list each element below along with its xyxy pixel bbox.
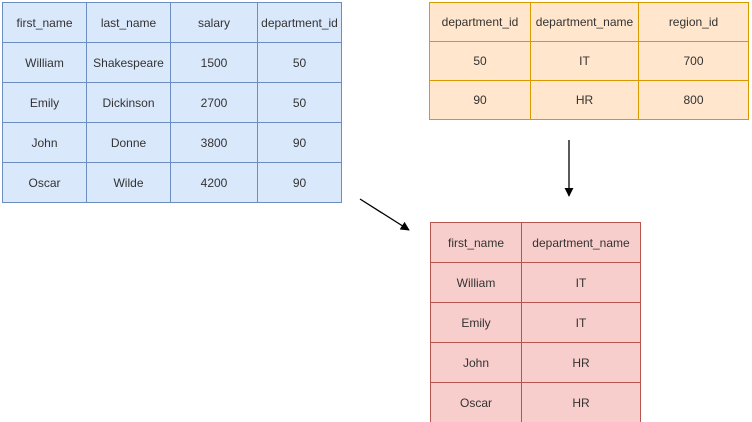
table-row: Emily Dickinson 2700 50 bbox=[2, 82, 342, 123]
data-cell: William bbox=[2, 42, 87, 83]
data-cell: John bbox=[430, 342, 522, 383]
header-cell: department_id bbox=[429, 2, 531, 42]
data-cell: Dickinson bbox=[86, 82, 171, 123]
data-cell: HR bbox=[530, 80, 639, 120]
data-cell: Oscar bbox=[2, 162, 87, 203]
data-cell: 50 bbox=[429, 41, 531, 81]
data-cell: HR bbox=[521, 382, 641, 422]
employees-table: first_name last_name salary department_i… bbox=[2, 2, 342, 203]
data-cell: IT bbox=[521, 262, 641, 303]
data-cell: IT bbox=[530, 41, 639, 81]
header-cell: region_id bbox=[638, 2, 749, 42]
data-cell: William bbox=[430, 262, 522, 303]
join-result-table: first_name department_name William IT Em… bbox=[430, 222, 641, 422]
header-cell: first_name bbox=[430, 222, 522, 263]
data-cell: 90 bbox=[257, 162, 342, 203]
result-header-row: first_name department_name bbox=[430, 222, 641, 263]
table-row: 50 IT 700 bbox=[429, 41, 749, 81]
arrow-employees-to-result bbox=[359, 198, 410, 231]
data-cell: 2700 bbox=[170, 82, 258, 123]
header-cell: department_name bbox=[521, 222, 641, 263]
header-cell: first_name bbox=[2, 2, 87, 43]
header-cell: last_name bbox=[86, 2, 171, 43]
data-cell: 90 bbox=[429, 80, 531, 120]
header-cell: department_id bbox=[257, 2, 342, 43]
data-cell: IT bbox=[521, 302, 641, 343]
departments-table: department_id department_name region_id … bbox=[429, 2, 749, 120]
table-row: Oscar HR bbox=[430, 382, 641, 422]
header-cell: salary bbox=[170, 2, 258, 43]
data-cell: HR bbox=[521, 342, 641, 383]
table-row: 90 HR 800 bbox=[429, 80, 749, 120]
table-row: William IT bbox=[430, 262, 641, 303]
data-cell: 50 bbox=[257, 42, 342, 83]
data-cell: 90 bbox=[257, 122, 342, 163]
employees-header-row: first_name last_name salary department_i… bbox=[2, 2, 342, 43]
table-row: John Donne 3800 90 bbox=[2, 122, 342, 163]
header-cell: department_name bbox=[530, 2, 639, 42]
data-cell: 4200 bbox=[170, 162, 258, 203]
data-cell: 50 bbox=[257, 82, 342, 123]
data-cell: Emily bbox=[2, 82, 87, 123]
data-cell: Shakespeare bbox=[86, 42, 171, 83]
table-row: Emily IT bbox=[430, 302, 641, 343]
data-cell: 3800 bbox=[170, 122, 258, 163]
data-cell: 700 bbox=[638, 41, 749, 81]
data-cell: John bbox=[2, 122, 87, 163]
data-cell: Emily bbox=[430, 302, 522, 343]
data-cell: 1500 bbox=[170, 42, 258, 83]
data-cell: 800 bbox=[638, 80, 749, 120]
data-cell: Oscar bbox=[430, 382, 522, 422]
table-row: William Shakespeare 1500 50 bbox=[2, 42, 342, 83]
departments-header-row: department_id department_name region_id bbox=[429, 2, 749, 42]
data-cell: Donne bbox=[86, 122, 171, 163]
data-cell: Wilde bbox=[86, 162, 171, 203]
table-row: Oscar Wilde 4200 90 bbox=[2, 162, 342, 203]
table-row: John HR bbox=[430, 342, 641, 383]
